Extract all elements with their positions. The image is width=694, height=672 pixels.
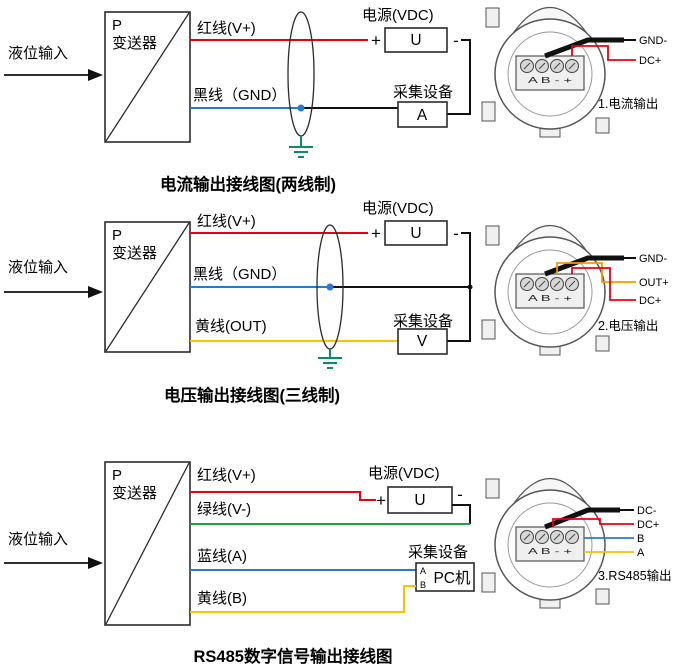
pc-port-a-label: A <box>420 566 426 576</box>
minus-sign: - <box>457 485 463 504</box>
red-wire <box>190 491 376 501</box>
diagram-caption: RS485数字信号输出接线图 <box>194 646 393 666</box>
input-arrow-head <box>88 69 103 81</box>
rs485-a-lead-label: A <box>637 547 645 559</box>
terminal-row-labels: A B - + <box>528 76 573 85</box>
green-wire-label: 绿线(V-) <box>197 501 251 518</box>
shield-junction-dot <box>297 104 305 112</box>
black-wire-label: 黑线（GND） <box>193 266 286 283</box>
diagram-voltage-output: 液位输入 P 变送器 红线(V+) 黑线（GND） 黄线(OUT) 电源(VDC… <box>4 200 669 405</box>
diagram-caption: 电压输出接线图(三线制) <box>164 385 340 405</box>
housing-caption: 3.RS485输出 <box>598 568 672 583</box>
transmitter-housing-illustration <box>481 6 610 138</box>
dc-plus-lead-line <box>552 518 634 527</box>
cable-shield-ellipse <box>287 11 315 137</box>
voltmeter-unit-label: V <box>417 333 428 350</box>
dc-plus-lead-label: DC+ <box>639 295 661 307</box>
power-unit-label: U <box>410 225 421 242</box>
input-arrow-head <box>88 557 103 569</box>
minus-sign: - <box>453 224 459 243</box>
housing-cable <box>544 507 620 530</box>
input-label: 液位输入 <box>8 45 68 62</box>
collector-label: 采集设备 <box>408 544 468 561</box>
diagram-current-output: 液位输入 P 变送器 红线(V+) 黑线（GND） 电源(VDC) + U - … <box>4 6 667 194</box>
power-unit-box <box>384 220 448 246</box>
plus-sign: + <box>371 224 381 243</box>
voltmeter-box <box>397 328 448 355</box>
collector-label: 采集设备 <box>393 84 453 101</box>
power-supply-label: 电源(VDC) <box>362 7 434 24</box>
yellow-wire-label: 黄线(B) <box>197 590 247 607</box>
transmitter-diagonal <box>105 462 190 625</box>
return-wire <box>452 504 471 524</box>
transmitter-p-label: P <box>112 227 122 244</box>
pc-box <box>415 562 475 592</box>
minus-sign: - <box>453 31 459 50</box>
return-wire <box>447 232 471 342</box>
diagram-rs485-output: 液位输入 P 变送器 红线(V+) 电源(VDC) + U - 绿线(V-) 蓝… <box>4 461 672 666</box>
ammeter-unit-label: A <box>417 107 428 124</box>
pc-port-b-label: B <box>420 580 426 590</box>
ground-symbol <box>289 136 313 158</box>
transmitter-name-label: 变送器 <box>112 35 157 52</box>
rs485-b-lead-label: B <box>637 533 644 545</box>
ground-symbol <box>318 349 342 369</box>
dc-minus-lead-label: DC- <box>637 505 657 517</box>
housing-cable <box>544 255 624 277</box>
input-label: 液位输入 <box>8 259 68 276</box>
terminal-row-labels: A B - + <box>528 294 573 303</box>
shield-junction-dot <box>326 283 334 291</box>
power-supply-label: 电源(VDC) <box>368 465 440 482</box>
power-unit-label: U <box>410 32 421 49</box>
dc-plus-lead-line <box>571 267 636 301</box>
transmitter-name-label: 变送器 <box>112 245 157 262</box>
blue-wire-label: 蓝线(A) <box>197 548 247 565</box>
transmitter-name-label: 变送器 <box>112 485 157 502</box>
power-supply-label: 电源(VDC) <box>362 200 434 217</box>
input-label: 液位输入 <box>8 531 68 548</box>
dc-plus-lead-label: DC+ <box>639 55 661 67</box>
power-unit-box <box>384 27 448 53</box>
transmitter-housing-illustration <box>481 224 610 356</box>
transmitter-p-label: P <box>112 467 122 484</box>
transmitter-p-label: P <box>112 17 122 34</box>
transmitter-housing-illustration <box>481 477 610 609</box>
pc-unit-label: PC机 <box>433 569 471 587</box>
gnd-lead-label: GND- <box>639 35 667 47</box>
power-unit-box <box>387 486 453 514</box>
yellow-wire-label: 黄线(OUT) <box>195 318 267 335</box>
red-wire-label: 红线(V+) <box>197 20 256 37</box>
yellow-wire <box>190 585 416 613</box>
housing-caption: 2.电压输出 <box>598 318 658 333</box>
power-unit-label: U <box>414 492 425 509</box>
housing-cable <box>544 37 624 59</box>
plus-sign: + <box>371 31 381 50</box>
out-plus-lead-line <box>556 262 636 283</box>
diagram-caption: 电流输出接线图(两线制) <box>160 174 336 194</box>
gnd-lead-label: GND- <box>639 253 667 265</box>
terminal-row-labels: A B - + <box>528 547 573 556</box>
black-wire-label: 黑线（GND） <box>193 87 286 104</box>
housing-caption: 1.电流输出 <box>598 96 658 111</box>
collector-label: 采集设备 <box>393 313 453 330</box>
return-wire <box>447 39 471 115</box>
ammeter-box <box>397 101 448 128</box>
dc-plus-lead-label: DC+ <box>637 519 659 531</box>
input-arrow-head <box>88 286 103 298</box>
dc-plus-lead-line <box>571 45 636 61</box>
out-plus-lead-label: OUT+ <box>639 277 669 289</box>
red-wire-label: 红线(V+) <box>197 467 256 484</box>
plus-sign: + <box>376 491 386 510</box>
transmitter-diagonal <box>105 12 190 142</box>
transmitter-diagonal <box>105 222 190 352</box>
red-wire-label: 红线(V+) <box>197 213 256 230</box>
